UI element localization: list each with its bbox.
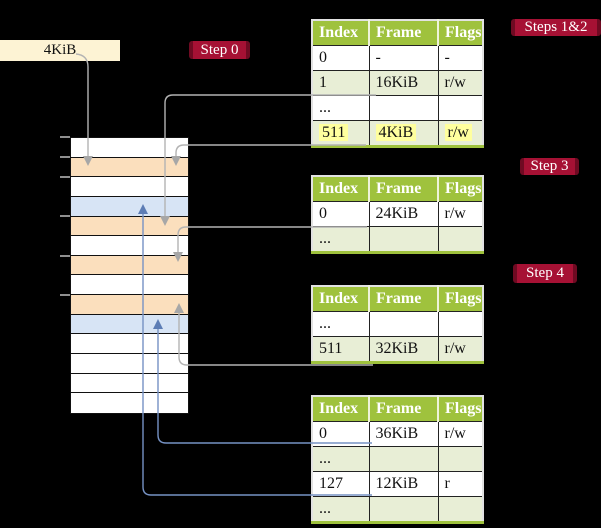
- column-header-flags: Flags: [438, 286, 483, 312]
- cell-flags: [438, 496, 483, 524]
- badge-step-4: Step 4: [513, 264, 577, 283]
- column-header-index: Index: [312, 176, 370, 202]
- cell-index: ...: [312, 95, 370, 121]
- column-header-flags: Flags: [438, 20, 483, 46]
- address-tick: [60, 156, 70, 158]
- column-header-index: Index: [312, 20, 370, 46]
- column-header-flags: Flags: [438, 176, 483, 202]
- cell-frame: 16KiB: [369, 70, 439, 96]
- cell-frame: 24KiB: [369, 201, 439, 227]
- cell-frame: [369, 446, 439, 472]
- cell-frame: [369, 226, 439, 254]
- cell-frame: [369, 311, 439, 337]
- cell-index: 511: [312, 336, 370, 364]
- cell-flags: -: [438, 45, 483, 71]
- memory-frame-row: [71, 373, 188, 394]
- address-tick: [60, 215, 70, 217]
- table-header-row: Index Frame Flags: [312, 396, 483, 422]
- badge-step-0: Step 0: [189, 41, 250, 59]
- physical-memory-frames: [70, 137, 189, 414]
- column-header-frame: Frame: [369, 176, 439, 202]
- column-header-frame: Frame: [369, 20, 439, 46]
- memory-frame-row: [71, 216, 188, 237]
- table-row: ...: [312, 496, 483, 524]
- cell-flags: r/w: [438, 201, 483, 227]
- memory-frame-row: [71, 196, 188, 217]
- table-header-row: Index Frame Flags: [312, 286, 483, 312]
- page-table-level-1: Index Frame Flags 0 - - 1 16KiB r/w ... …: [311, 19, 484, 148]
- cell-flags: r/w: [438, 70, 483, 96]
- highlight-text: r/w: [444, 124, 472, 141]
- cell-index: 0: [312, 45, 370, 71]
- table-row: ...: [312, 446, 483, 472]
- cell-flags: r: [438, 471, 483, 497]
- memory-frame-row: [71, 334, 188, 355]
- column-header-flags: Flags: [438, 396, 483, 422]
- cell-frame: 36KiB: [369, 421, 439, 447]
- cell-index: 511: [312, 120, 370, 148]
- memory-frame-row: [71, 157, 188, 178]
- badge-step-3: Step 3: [520, 158, 579, 175]
- address-tick: [60, 176, 70, 178]
- memory-frame-row: [71, 295, 188, 315]
- cell-flags: [438, 311, 483, 337]
- table-row: 0 36KiB r/w: [312, 421, 483, 447]
- cell-frame: 4KiB: [369, 120, 439, 148]
- cell-flags: [438, 95, 483, 121]
- cell-index: ...: [312, 496, 370, 524]
- cell-flags: r/w: [438, 120, 483, 148]
- highlight-text: 4KiB: [375, 124, 417, 141]
- table-row: 1 16KiB r/w: [312, 70, 483, 96]
- memory-frame-row: [71, 138, 188, 158]
- root-pointer-label: 4KiB: [0, 40, 120, 61]
- memory-frame-row: [71, 393, 188, 413]
- table-row: ...: [312, 311, 483, 337]
- table-row: ...: [312, 95, 483, 121]
- memory-frame-row: [71, 354, 188, 374]
- cell-frame: [369, 496, 439, 524]
- cell-index: 1: [312, 70, 370, 96]
- memory-frame-row: [71, 177, 188, 197]
- memory-frame-row: [71, 236, 188, 256]
- address-tick: [60, 294, 70, 296]
- cell-flags: [438, 226, 483, 254]
- table-header-row: Index Frame Flags: [312, 20, 483, 46]
- page-table-level-4: Index Frame Flags 0 36KiB r/w ... 127 12…: [311, 395, 484, 524]
- column-header-index: Index: [312, 286, 370, 312]
- cell-index: ...: [312, 446, 370, 472]
- column-header-frame: Frame: [369, 286, 439, 312]
- cell-frame: 12KiB: [369, 471, 439, 497]
- address-tick: [60, 136, 70, 138]
- cell-index: 0: [312, 201, 370, 227]
- highlight-text: 511: [319, 124, 349, 141]
- memory-frame-row: [71, 255, 188, 276]
- cell-flags: r/w: [438, 421, 483, 447]
- cell-frame: 32KiB: [369, 336, 439, 364]
- table-header-row: Index Frame Flags: [312, 176, 483, 202]
- badge-steps-1-2: Steps 1&2: [511, 19, 601, 36]
- cell-index: ...: [312, 311, 370, 337]
- memory-frame-row: [71, 275, 188, 296]
- page-table-level-2: Index Frame Flags 0 24KiB r/w ...: [311, 175, 484, 254]
- cell-flags: [438, 446, 483, 472]
- table-row-highlighted: 511 4KiB r/w: [312, 120, 483, 148]
- table-row: 127 12KiB r: [312, 471, 483, 497]
- cell-flags: r/w: [438, 336, 483, 364]
- table-row: 0 24KiB r/w: [312, 201, 483, 227]
- column-header-frame: Frame: [369, 396, 439, 422]
- memory-frame-row: [71, 314, 188, 335]
- table-row: 0 - -: [312, 45, 483, 71]
- table-row: 511 32KiB r/w: [312, 336, 483, 364]
- page-table-level-3: Index Frame Flags ... 511 32KiB r/w: [311, 285, 484, 364]
- cell-index: 0: [312, 421, 370, 447]
- cell-frame: -: [369, 45, 439, 71]
- table-row: ...: [312, 226, 483, 254]
- address-tick: [60, 255, 70, 257]
- column-header-index: Index: [312, 396, 370, 422]
- cell-index: 127: [312, 471, 370, 497]
- connector-l1-index511-to-4kib-frame: [171, 144, 366, 166]
- cell-frame: [369, 95, 439, 121]
- cell-index: ...: [312, 226, 370, 254]
